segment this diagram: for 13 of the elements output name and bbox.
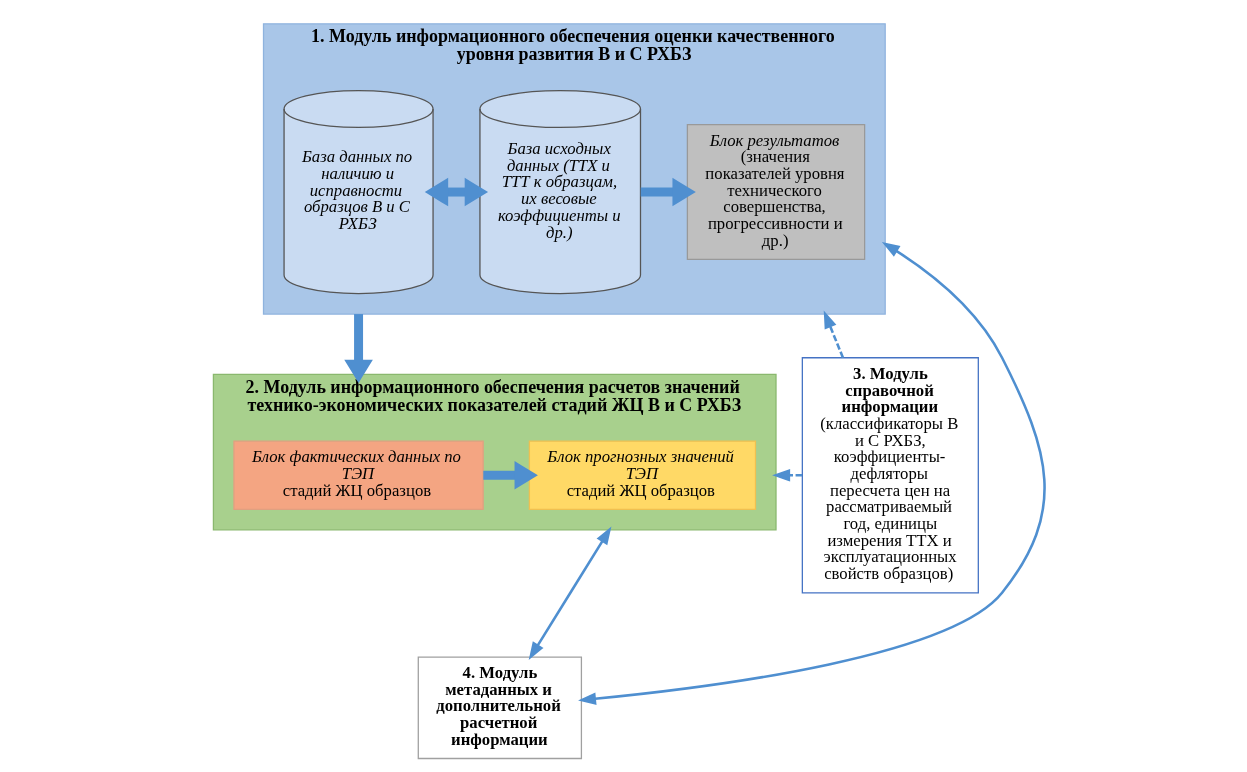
node-box: Блок прогнозных значений ТЭП стадий ЖЦ образцов [528,440,756,510]
arrow [482,460,538,490]
node-box: Блок результатов (значения показателей уровня технического совершенства, прогрессивности и др.) [686,123,865,261]
node-box: 4. Модуль метаданных и дополнительной расчетной информации [417,656,582,760]
node-box: 3. Модуль справочной информации (классификаторы В и С РХБЗ, коэффициенты-дефляторы пересчета цен на рассматриваемый год, единицы измерения ТТХ и эксплуатационных свойств образцов) [801,357,979,594]
arrow [343,314,373,384]
arrow [577,241,1046,705]
arrow [771,468,802,482]
arrow [528,526,611,660]
arrow [424,177,488,207]
arrow [640,177,696,207]
arrow [823,310,844,359]
node-box: Блок фактических данных по ТЭП стадий ЖЦ образцов [232,440,484,510]
